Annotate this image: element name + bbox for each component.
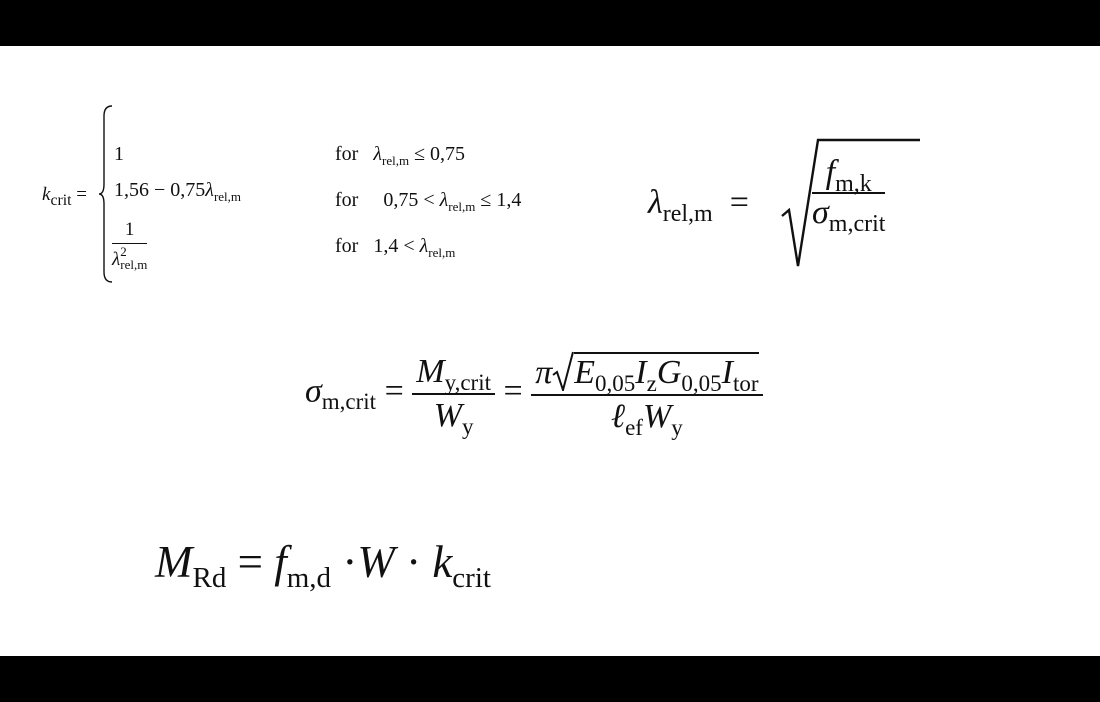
bottom-black-bar (0, 656, 1100, 702)
sigma-fraction-1: My,crit Wy (412, 353, 495, 437)
lambda-fraction: fm,k σm,crit (812, 154, 886, 237)
sqrt-sign (781, 138, 920, 267)
kcrit-case-3-condition: for 1,4 < λrel,m (335, 235, 456, 260)
sigma-sqrt-sign (552, 351, 575, 394)
piecewise-brace (98, 105, 113, 283)
kcrit-case-2-expr: 1,56 − 0,75λrel,m (114, 179, 242, 204)
kcrit-case-1-expr: 1 (114, 143, 124, 165)
lambda-lhs: λrel,m = (648, 184, 749, 227)
kcrit-lhs: kcrit = (42, 184, 87, 209)
kcrit-case-2-condition: for 0,75 < λrel,m ≤ 1,4 (335, 189, 522, 214)
mrd-equation: MRd = fm,d ·W · kcrit (155, 537, 491, 594)
kcrit-case-1-condition: for λrel,m ≤ 0,75 (335, 143, 466, 168)
top-black-bar (0, 0, 1100, 46)
